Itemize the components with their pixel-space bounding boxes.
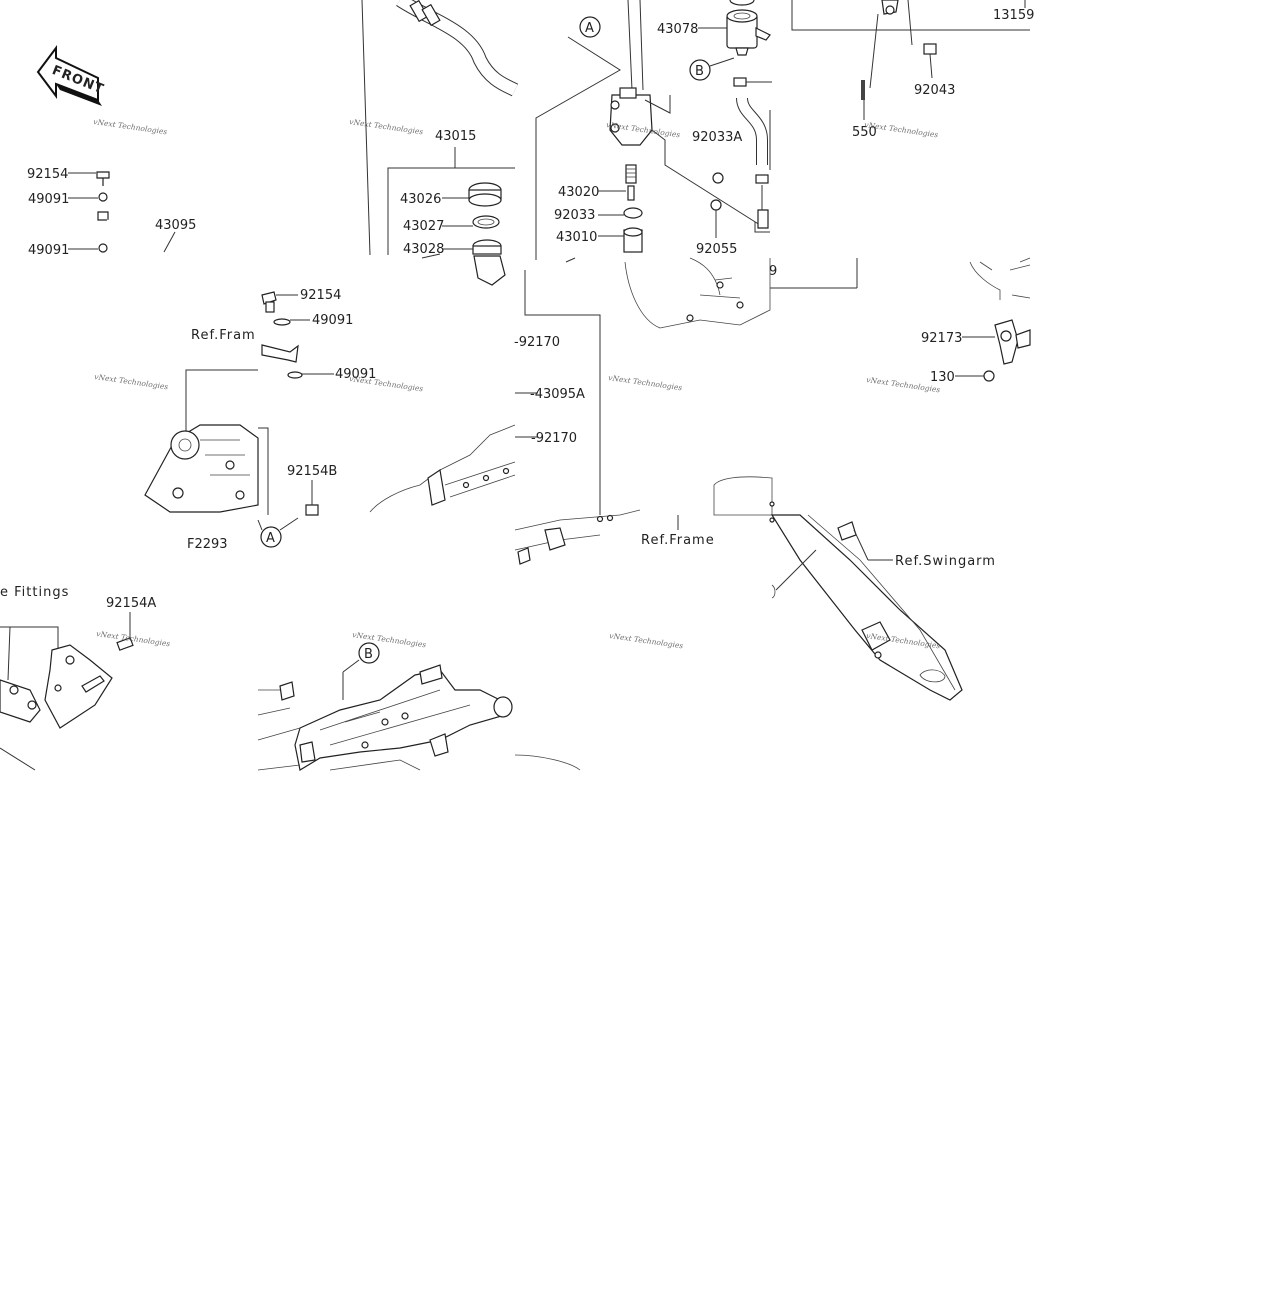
reference-labels: Ref.Fram Ref.Frame Ref.Swingarm e Fittin… bbox=[0, 328, 996, 600]
label-92154-mid: 92154 bbox=[300, 288, 341, 303]
label-92154B: 92154B bbox=[287, 464, 337, 479]
label-43095: 43095 bbox=[155, 218, 196, 233]
right-bracket-92173 bbox=[770, 257, 1031, 382]
ref-frame-label-1: Ref.Fram bbox=[191, 328, 256, 343]
label-550: 550 bbox=[852, 125, 877, 140]
label-43010: 43010 bbox=[556, 230, 597, 245]
label-92170-bottom: -92170 bbox=[531, 431, 577, 446]
label-43026: 43026 bbox=[400, 192, 441, 207]
label-92154-top: 92154 bbox=[27, 167, 68, 182]
label-130: 130 bbox=[930, 370, 955, 385]
label-49091-c: 49091 bbox=[312, 313, 353, 328]
top-left-hose bbox=[68, 171, 176, 258]
label-43095A: -43095A bbox=[530, 387, 585, 402]
top-right-components bbox=[791, 0, 1030, 120]
ref-swingarm-label: Ref.Swingarm bbox=[895, 554, 996, 569]
callout-b-top: B bbox=[695, 64, 704, 79]
bottom-frame-section bbox=[257, 642, 581, 771]
label-92154A: 92154A bbox=[106, 596, 156, 611]
label-9-partial: 9 bbox=[769, 264, 777, 279]
label-43028: 43028 bbox=[403, 242, 444, 257]
label-92033: 92033 bbox=[554, 208, 595, 223]
ref-frame-label-2: Ref.Frame bbox=[641, 533, 715, 548]
label-49091-top: 49091 bbox=[28, 192, 69, 207]
label-92173: 92173 bbox=[921, 331, 962, 346]
label-92170-top: -92170 bbox=[514, 335, 560, 350]
label-49091-mid: 49091 bbox=[28, 243, 69, 258]
label-92055: 92055 bbox=[696, 242, 737, 257]
watermark: vNext Technologies bbox=[609, 631, 684, 650]
callout-markers: A B A B bbox=[266, 21, 704, 662]
label-92043: 92043 bbox=[914, 83, 955, 98]
swingarm-section bbox=[770, 514, 963, 701]
upper-brake-hose bbox=[361, 0, 519, 256]
callout-b-bottom: B bbox=[364, 647, 373, 662]
callout-a-top: A bbox=[585, 21, 594, 36]
middle-frame-section bbox=[369, 257, 775, 565]
label-13159: 13159 bbox=[993, 8, 1034, 23]
watermark: vNext Technologies bbox=[349, 374, 424, 393]
watermark: vNext Technologies bbox=[94, 372, 169, 391]
callout-a-bottom: A bbox=[266, 531, 275, 546]
label-43020: 43020 bbox=[558, 185, 599, 200]
fittings-label: e Fittings bbox=[0, 585, 69, 600]
watermark: vNext Technologies bbox=[608, 373, 683, 392]
label-43078: 43078 bbox=[657, 22, 698, 37]
label-92033A: 92033A bbox=[692, 130, 742, 145]
watermark: vNext Technologies bbox=[93, 117, 168, 136]
label-43027: 43027 bbox=[403, 219, 444, 234]
caliper-banjo-assembly bbox=[144, 291, 334, 548]
master-cylinder-43010 bbox=[535, 0, 761, 263]
label-49091-d: 49091 bbox=[335, 367, 376, 382]
diagram-id: F2293 bbox=[187, 537, 228, 552]
watermark: vNext Technologies bbox=[349, 117, 424, 136]
bottom-left-fittings bbox=[0, 612, 134, 771]
reservoir-assembly-43015 bbox=[387, 147, 515, 286]
front-arrow-icon: FRONT bbox=[36, 45, 106, 106]
rear-reservoir-43078 bbox=[689, 0, 772, 238]
part-number-labels: 13159 43078 92043 550 43015 92033A 92154… bbox=[27, 8, 1034, 611]
label-43015: 43015 bbox=[435, 129, 476, 144]
